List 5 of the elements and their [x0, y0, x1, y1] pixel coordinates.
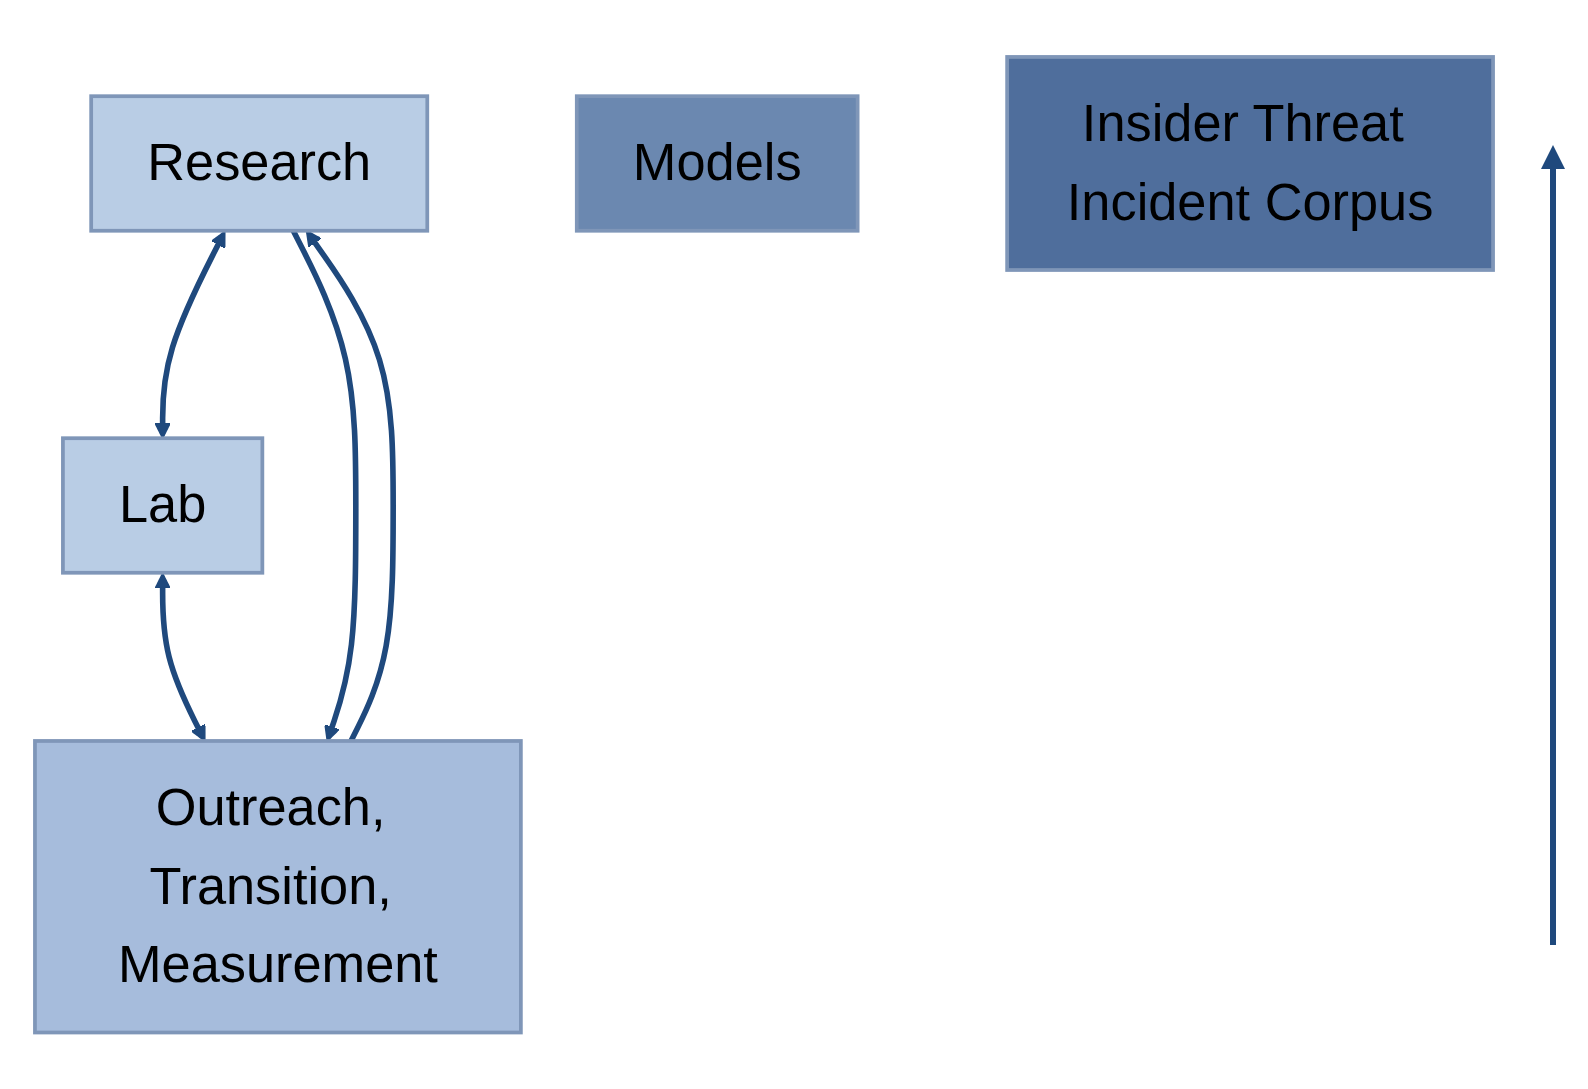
- node-box: Outreach, Transition, Measurement: [33, 738, 523, 1035]
- node-box: Insider Threat Incident Corpus: [1005, 54, 1495, 272]
- node-box: Research: [89, 94, 430, 233]
- node-box: Models: [574, 94, 860, 233]
- node-box: Lab: [61, 436, 265, 575]
